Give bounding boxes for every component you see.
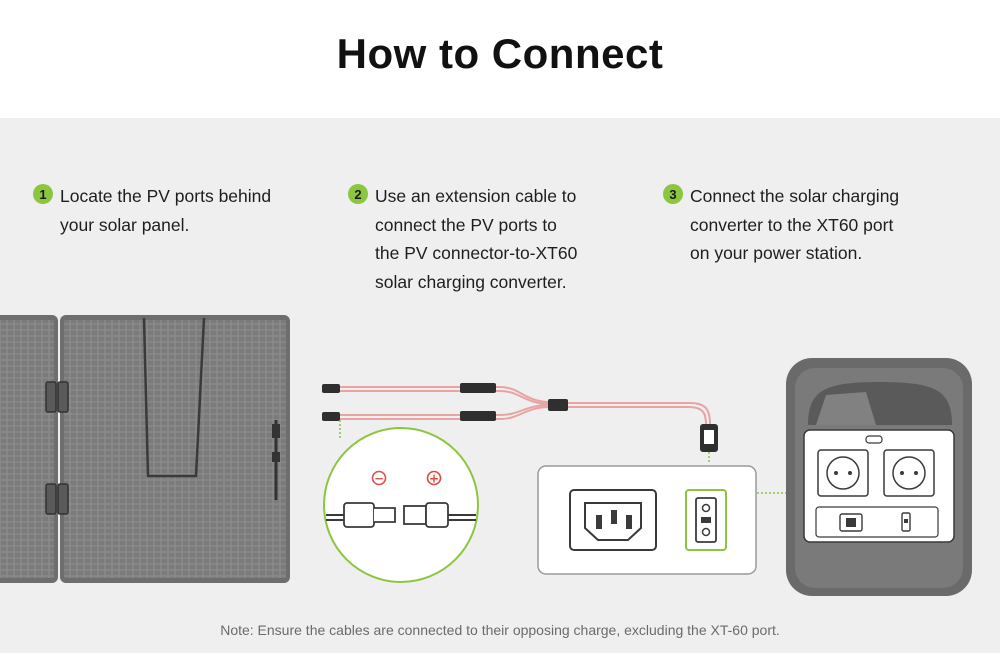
ac-inlet-icon [569,489,657,551]
solar-panel [0,315,290,583]
step-1-text: Locate the PV ports behind your solar pa… [60,186,272,235]
step-number-badge: 1 [33,184,53,204]
negative-symbol: − [374,472,384,486]
pv-connector-zoom-callout: − + [323,427,479,583]
positive-symbol: + [429,472,439,486]
step-1: 1 Locate the PV ports behind your solar … [33,182,271,239]
negative-polarity-icon [371,470,387,486]
title-band [0,0,1000,118]
panel-hinge-clip [45,483,69,515]
ac-outlet-icon [817,449,869,497]
extension-cable [336,386,711,425]
step-2: 2 Use an extension cable to connect the … [348,182,577,296]
power-station [786,358,972,596]
step-number-badge: 2 [348,184,368,204]
ac-outlet-icon [883,449,935,497]
step-3: 3 Connect the solar charging converter t… [663,182,899,268]
step-number-badge: 3 [663,184,683,204]
xt60-port-icon [685,489,727,551]
step-3-text: Connect the solar charging converter to … [690,186,900,263]
footer-note: Note: Ensure the cables are connected to… [220,622,780,638]
pv-connector-set [322,383,568,421]
port-zoom-callout [537,465,790,575]
xt60-plug [700,424,718,462]
page-title: How to Connect [336,30,664,77]
positive-polarity-icon [426,470,442,486]
panel-hinge-clip [45,381,69,413]
step-2-text: Use an extension cable to connect the PV… [375,186,578,292]
